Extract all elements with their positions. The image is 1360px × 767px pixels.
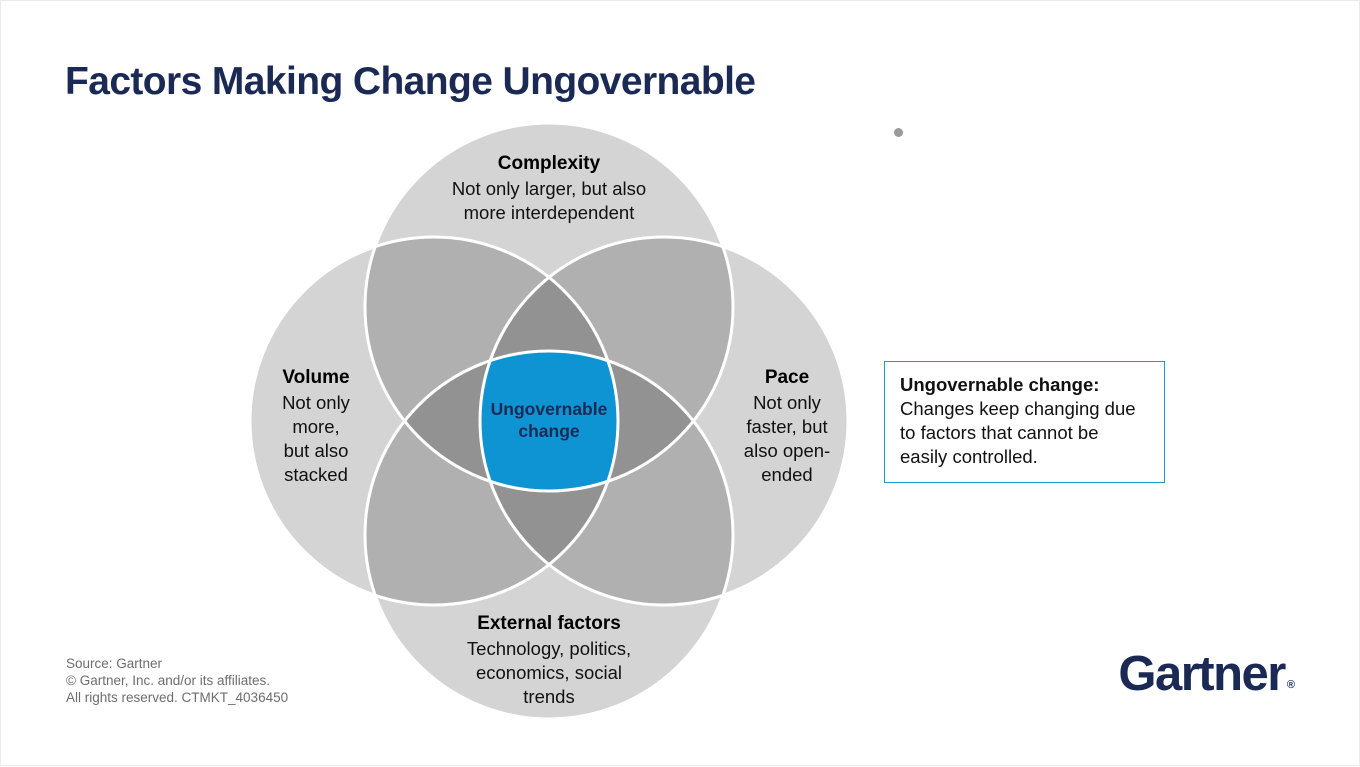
callout-heading: Ungovernable change: <box>900 374 1100 395</box>
volume-line: but also <box>283 440 349 461</box>
pace-line: also open- <box>743 440 831 461</box>
center-label-line: Ungovernable <box>490 399 608 419</box>
circle-external-factors <box>365 351 733 719</box>
volume-line: more, <box>292 416 340 437</box>
decorative-dot <box>894 128 903 137</box>
venn-circles-fill <box>250 123 848 719</box>
page-title: Factors Making Change Ungovernable <box>65 60 756 103</box>
rights-line: All rights reserved. CTMKT_4036450 <box>66 690 289 705</box>
venn-label-pace: Pace Not only faster, but also open- end… <box>697 365 877 487</box>
volume-line: Not only <box>282 392 350 413</box>
volume-line: stacked <box>284 464 348 485</box>
gartner-logo: Gartner® <box>1118 646 1295 715</box>
center-label-line: change <box>518 421 580 441</box>
external-factors-line: economics, social <box>475 662 622 683</box>
pace-heading: Pace <box>764 367 810 388</box>
registered-mark-icon: ® <box>1286 679 1295 691</box>
complexity-line: Not only larger, but also <box>451 178 647 199</box>
external-factors-line: trends <box>523 686 575 707</box>
source-note: Source: Gartner © Gartner, Inc. and/or i… <box>66 655 288 706</box>
copyright-line: © Gartner, Inc. and/or its affiliates. <box>66 673 271 688</box>
pace-line: Not only <box>753 392 821 413</box>
venn-center-label: Ungovernable change <box>469 398 629 442</box>
complexity-line: more interdependent <box>463 202 635 223</box>
definition-callout: Ungovernable change: Changes keep changi… <box>884 361 1165 483</box>
venn-label-complexity: Complexity Not only larger, but also mor… <box>389 151 709 225</box>
external-factors-line: Technology, politics, <box>466 638 632 659</box>
circle-volume <box>250 237 618 605</box>
venn-label-volume: Volume Not only more, but also stacked <box>226 365 406 487</box>
venn-circles-outline <box>248 121 850 721</box>
pace-line: faster, but <box>746 416 828 437</box>
external-factors-heading: External factors <box>477 613 621 634</box>
gartner-logo-text: Gartner <box>1118 647 1286 701</box>
pace-line: ended <box>761 464 813 485</box>
center-intersection-shape <box>479 351 619 491</box>
venn-label-external-factors: External factors Technology, politics, e… <box>389 611 709 709</box>
volume-heading: Volume <box>282 367 350 388</box>
callout-body: Changes keep changing due to factors tha… <box>900 398 1136 467</box>
complexity-heading: Complexity <box>497 153 601 174</box>
circle-complexity <box>365 123 733 491</box>
source-line: Source: Gartner <box>66 656 163 671</box>
circle-pace <box>480 237 848 605</box>
